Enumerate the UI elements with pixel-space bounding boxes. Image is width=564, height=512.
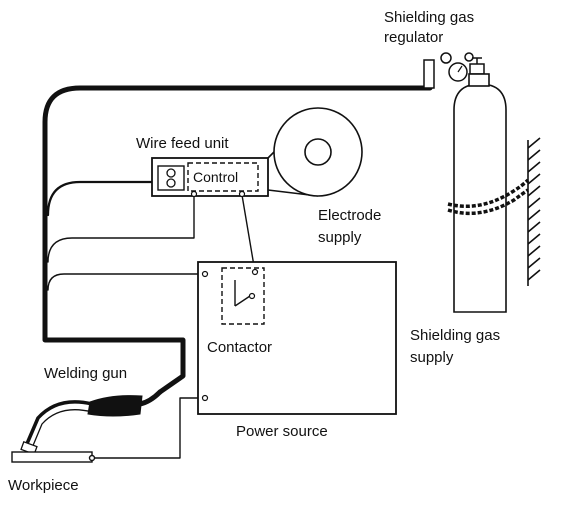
cables — [42, 85, 433, 459]
regulator-gauge-tiny — [464, 52, 474, 62]
regulator-body — [423, 59, 435, 89]
label-gas-regulator-2: regulator — [384, 29, 443, 46]
electrode-wire-spool — [267, 107, 363, 197]
workpiece — [11, 451, 96, 463]
contactor-box — [221, 267, 265, 325]
label-gas-regulator-1: Shielding gas — [384, 9, 474, 26]
power-line — [47, 273, 206, 291]
control-terminal-left — [190, 190, 198, 198]
regulator-valve — [469, 63, 485, 75]
gun-neck — [24, 400, 93, 447]
label-gas-supply-2: supply — [410, 349, 454, 366]
control-to-contactor-line — [241, 194, 256, 273]
control-box — [187, 162, 259, 192]
label-power-source: Power source — [236, 423, 328, 440]
wall — [527, 137, 541, 286]
power-source — [197, 261, 397, 415]
gas-cylinder — [447, 73, 530, 313]
gun-lead — [137, 389, 163, 407]
label-electrode-supply-2: supply — [318, 229, 362, 246]
control-terminal-right — [238, 190, 246, 198]
workpiece-cable — [93, 397, 206, 459]
gas-hose-bundle — [42, 85, 433, 395]
wire-feed-unit — [151, 157, 269, 198]
workpiece-plate — [11, 451, 93, 463]
cylinder-neck — [468, 73, 490, 87]
feed-roll-upper — [166, 168, 176, 178]
control-signal-line — [47, 194, 195, 263]
gun-handle — [87, 395, 143, 417]
label-control: Control — [193, 169, 238, 185]
wire-feed-cable — [46, 180, 154, 217]
regulator-gauge-small — [440, 52, 452, 64]
label-wire-feed-unit: Wire feed unit — [136, 135, 229, 152]
label-workpiece: Workpiece — [8, 477, 79, 494]
label-gas-supply-1: Shielding gas — [410, 327, 500, 344]
spool-hub — [304, 138, 332, 166]
welding-gun — [20, 395, 143, 455]
label-welding-gun: Welding gun — [44, 365, 127, 382]
workpiece-terminal — [201, 394, 209, 402]
labels: Shielding gas regulator Wire feed unit C… — [8, 9, 500, 494]
cylinder-chain — [447, 178, 530, 208]
feed-roll-lower — [166, 178, 176, 188]
gas-regulator — [423, 52, 485, 89]
contactor-switch-blade — [234, 295, 251, 307]
label-contactor: Contactor — [207, 339, 272, 356]
label-electrode-supply-1: Electrode — [318, 207, 381, 224]
